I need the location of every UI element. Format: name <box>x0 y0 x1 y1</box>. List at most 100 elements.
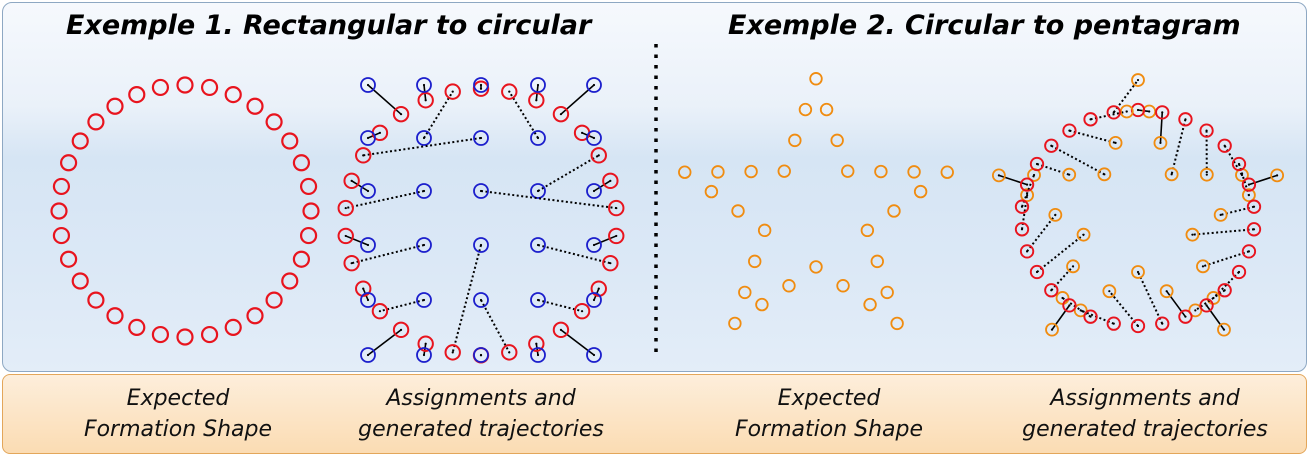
assigned-target <box>528 335 545 352</box>
center-dot <box>479 136 483 140</box>
start-robot <box>1014 199 1030 214</box>
center-dot <box>422 136 426 140</box>
assigned-target <box>1199 167 1214 182</box>
center-dot <box>615 206 618 210</box>
assigned-target <box>1131 73 1145 87</box>
assigned-target <box>444 83 461 100</box>
trajectory <box>1069 129 1116 144</box>
target-robot <box>302 202 320 220</box>
center-dot <box>366 353 370 357</box>
center-dot <box>362 287 365 290</box>
assigned-target <box>1213 208 1228 222</box>
center-dot <box>535 99 538 102</box>
center-dot <box>559 113 563 116</box>
center-dot <box>1247 250 1251 253</box>
center-dot <box>344 234 347 238</box>
center-dot <box>1223 144 1226 147</box>
trajectory <box>1205 304 1225 331</box>
assigned-target <box>573 302 591 320</box>
start-robot <box>1062 298 1077 313</box>
target-robot <box>246 307 264 325</box>
center-dot <box>1219 213 1222 217</box>
target-robot <box>71 132 89 150</box>
center-dot <box>1071 265 1075 268</box>
target-robot <box>711 165 725 179</box>
assigned-target <box>1045 322 1059 337</box>
start-robot <box>1241 244 1257 259</box>
assigned-target <box>602 172 619 190</box>
assigned-target <box>552 105 570 123</box>
start-robot <box>530 183 546 199</box>
center-dot <box>1108 290 1111 293</box>
trajectory <box>1051 304 1071 331</box>
center-dot <box>1112 322 1115 325</box>
target-robot <box>176 328 194 346</box>
trajectory <box>1159 112 1164 143</box>
target-robot <box>200 78 219 97</box>
target-robot <box>782 279 796 293</box>
assigned-target <box>337 227 354 245</box>
center-dot <box>592 243 596 247</box>
trajectory <box>345 235 369 246</box>
target-robot <box>128 318 146 337</box>
assigned-target <box>501 344 518 361</box>
center-dot <box>597 287 600 290</box>
assigned-target <box>1164 167 1179 182</box>
assigned-target <box>1153 136 1168 150</box>
target-robot <box>744 164 758 179</box>
center-dot <box>1184 315 1187 318</box>
trajectory <box>535 343 539 356</box>
assigned-target <box>528 92 545 109</box>
start-robot <box>530 237 546 253</box>
assigned-target <box>501 83 518 100</box>
center-dot <box>422 243 426 247</box>
center-dot <box>1068 129 1071 132</box>
center-dot <box>1026 194 1029 197</box>
assigned-target <box>1097 167 1112 182</box>
start-robot <box>586 130 602 146</box>
center-dot <box>1050 328 1054 331</box>
center-dot <box>424 99 427 102</box>
start-robot <box>1178 309 1193 324</box>
assigned-target <box>1076 227 1091 242</box>
center-dot <box>366 136 370 140</box>
center-dot <box>422 353 426 357</box>
start-robot <box>473 347 489 363</box>
target-robot <box>50 202 68 220</box>
center-dot <box>1020 205 1024 208</box>
trajectory <box>480 190 617 210</box>
start-robot <box>416 77 432 93</box>
center-dot <box>1201 265 1205 268</box>
center-dot <box>1184 118 1187 121</box>
center-dot <box>592 298 596 302</box>
assigned-target <box>1066 259 1080 274</box>
caption-assignments-2: Assignments and generated trajectories <box>1022 386 1268 442</box>
center-dot <box>350 179 353 182</box>
start-robot <box>360 77 376 93</box>
trajectory <box>1050 265 1074 291</box>
target-robot <box>841 164 855 178</box>
center-dot <box>1089 118 1092 121</box>
assigned-target <box>1073 303 1088 318</box>
center-dot <box>580 310 584 313</box>
assigned-target <box>337 199 354 217</box>
center-dot <box>508 351 511 354</box>
center-dot <box>1205 129 1208 132</box>
start-robot <box>416 183 432 199</box>
start-robot <box>1246 222 1262 237</box>
target-robot <box>87 113 105 131</box>
center-dot <box>1276 174 1279 177</box>
center-dot <box>1237 162 1241 166</box>
target-robot <box>224 85 242 104</box>
center-dot <box>536 243 540 247</box>
center-dot <box>366 243 370 247</box>
start-robot <box>360 347 376 363</box>
start-robot <box>473 130 489 146</box>
center-dot <box>1222 328 1226 331</box>
start-robot <box>1155 105 1170 120</box>
target-robot <box>809 260 823 274</box>
target-robot <box>798 102 813 117</box>
start-robot <box>1083 309 1098 324</box>
center-dot <box>1103 173 1106 176</box>
assigned-target <box>1020 188 1035 203</box>
